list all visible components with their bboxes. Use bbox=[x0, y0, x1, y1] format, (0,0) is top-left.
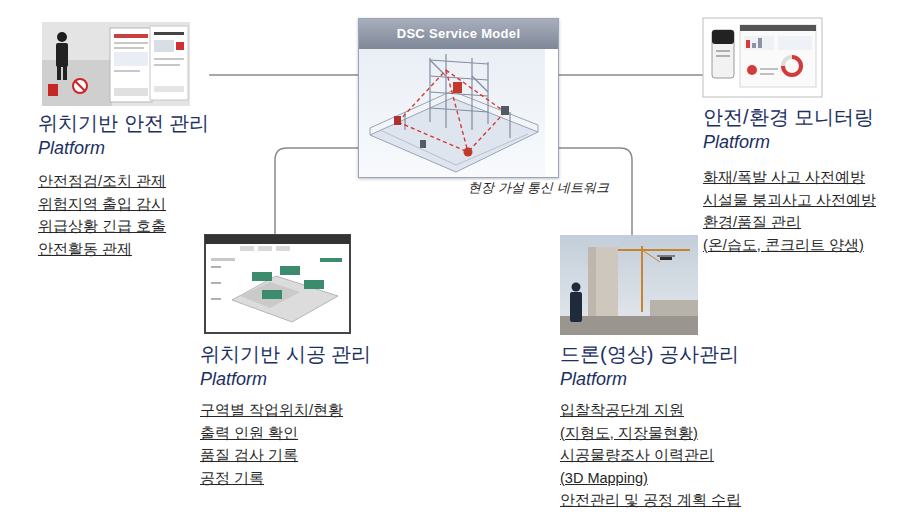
monitoring-screen bbox=[703, 18, 822, 97]
platform-heading: 위치기반 시공 관리 bbox=[200, 341, 371, 367]
network-link bbox=[275, 148, 358, 235]
feature-item: 환경/품질 관리 bbox=[703, 211, 876, 234]
feature-item: 안전활동 관제 bbox=[38, 238, 209, 261]
platform-subtitle: Platform bbox=[560, 367, 741, 391]
feature-item: 구역별 작업위치/현황 bbox=[200, 399, 371, 422]
platform-subtitle: Platform bbox=[38, 136, 209, 160]
image-space bbox=[703, 18, 876, 104]
platform-subtitle: Platform bbox=[200, 367, 371, 391]
feature-item: 입찰착공단계 지원 bbox=[560, 399, 741, 422]
platform-heading: 위치기반 안전 관리 bbox=[38, 110, 209, 136]
feature-item: (온/습도, 콘크리트 양생) bbox=[703, 234, 876, 257]
platform-group: 안전/환경 모니터링Platform 화재/폭발 사고 사전예방시설물 붕괴사고 … bbox=[703, 18, 876, 256]
platform-group: 위치기반 시공 관리Platform 구역별 작업위치/현황출력 인원 확인품질 … bbox=[200, 235, 371, 489]
drone-photo bbox=[560, 235, 698, 335]
network-caption: 현장 가설 통신 네트워크 bbox=[466, 180, 611, 196]
feature-item: 품질 검사 기록 bbox=[200, 444, 371, 467]
safety-photo bbox=[42, 22, 190, 106]
feature-item: 위급상황 긴급 호출 bbox=[38, 215, 209, 238]
model-title: DSC Service Model bbox=[359, 19, 558, 49]
feature-item: 출력 인원 확인 bbox=[200, 422, 371, 445]
platform-group: 위치기반 안전 관리Platform 안전점검/조치 관제위험지역 출입 감시위급… bbox=[38, 22, 209, 260]
image-space bbox=[200, 235, 371, 341]
feature-item: 위험지역 출입 감시 bbox=[38, 193, 209, 216]
feature-item: 시설물 붕괴사고 사전예방 bbox=[703, 189, 876, 212]
feature-item: 안전점검/조치 관제 bbox=[38, 170, 209, 193]
feature-item: 시공물량조사 이력관리 bbox=[560, 444, 741, 467]
construction-screen bbox=[205, 235, 350, 333]
image-space bbox=[560, 235, 741, 341]
network-link bbox=[559, 74, 703, 76]
platform-heading: 안전/환경 모니터링 bbox=[703, 104, 876, 130]
feature-item: 공정 기록 bbox=[200, 467, 371, 490]
network-link bbox=[209, 74, 358, 76]
platform-group: 드론(영상) 공사관리Platform 입찰착공단계 지원(지형도, 지장물현황)… bbox=[560, 235, 741, 512]
feature-item: 안전관리 및 공정 계획 수립 bbox=[560, 489, 741, 512]
platform-subtitle: Platform bbox=[703, 130, 876, 154]
platform-heading: 드론(영상) 공사관리 bbox=[560, 341, 741, 367]
feature-item: 화재/폭발 사고 사전예방 bbox=[703, 166, 876, 189]
image-space bbox=[38, 22, 209, 110]
feature-item: (3D Mapping) bbox=[560, 467, 741, 490]
feature-item: (지형도, 지장물현황) bbox=[560, 422, 741, 445]
model-box: DSC Service Model bbox=[358, 18, 559, 178]
